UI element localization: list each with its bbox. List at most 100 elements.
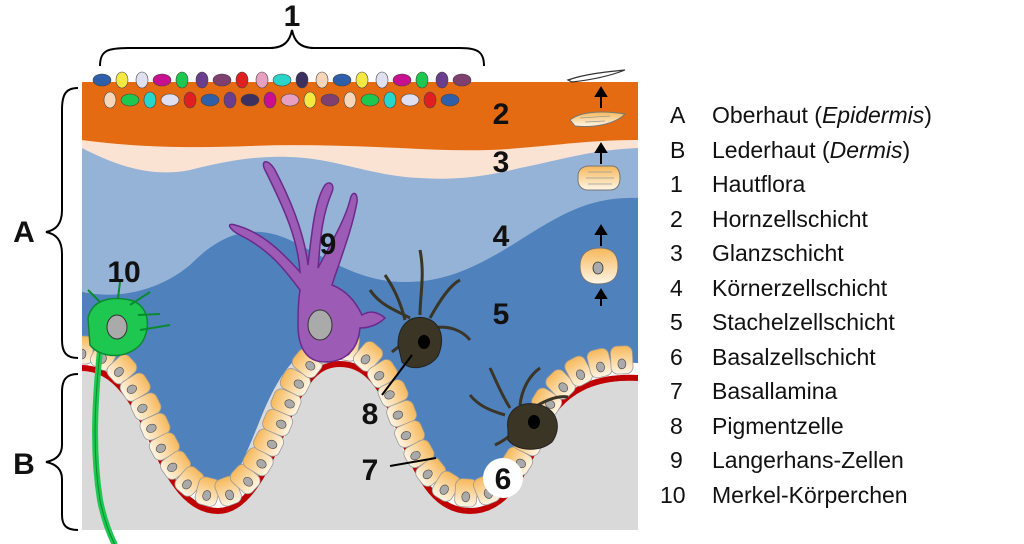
bacterium [452,73,472,87]
legend-text: Hautflora [712,171,806,197]
label-3: 3 [493,146,510,179]
bacterium [355,71,369,89]
basal-cell [454,478,478,508]
legend-row-8: 8 Pigmentzelle [670,409,1020,444]
legend-text: Glanzschicht [712,240,844,266]
bacterium [175,71,189,89]
basal-cell [586,347,613,379]
skin-block [82,82,638,530]
label-10: 10 [107,256,140,289]
bacterium [223,91,237,109]
dermis-papillae [82,358,638,530]
legend-key: 2 [670,205,683,232]
label-B: B [13,448,35,481]
legend-key: 9 [670,447,683,473]
brace-flora [99,29,485,67]
bacterium [303,91,317,109]
label-2: 2 [493,98,510,131]
bacterium [120,93,140,107]
legend-key: 1 [670,171,683,197]
basal-cell [367,359,398,389]
basal-layer-marker [483,458,523,498]
legend-key: 6 [670,343,683,370]
basal-cell [609,345,634,375]
legend: A Oberhaut (Epidermis) B Lederhaut (Dermis… [660,98,1020,512]
bacterium [343,91,357,109]
legend-row-1: 1 Hautflora [670,167,1020,202]
basal-cell [394,420,426,448]
bacterium [240,93,260,107]
bacterium [195,71,209,89]
bacterium [115,71,129,89]
basal-cell [386,400,417,428]
leader-basal-lamina [389,457,437,467]
label-7: 7 [362,454,379,487]
basal-cell [377,379,409,408]
pigment-cell [368,249,472,369]
bacterium [435,71,449,89]
legend-row-9: 9 Langerhans-Zellen [670,443,1020,478]
legend-key: 5 [670,309,683,335]
bacterium [415,71,429,89]
cell-maturation-sequence [566,69,627,306]
basal-cell [545,369,576,400]
legend-key: 8 [670,412,683,439]
label-8: 8 [362,398,379,431]
legend-italic: Dermis [829,136,903,163]
bacterium [135,71,149,89]
label-6: 6 [495,463,512,496]
basal-cell [353,341,384,372]
legend-key: 10 [660,481,686,508]
bacterium [235,71,249,89]
legend-key: 4 [670,274,683,301]
legend-text: Merkel-Körperchen [712,481,908,508]
legend-italic: Epidermis [821,102,925,128]
bacterium [200,93,220,107]
bacterium [152,73,172,87]
basal-cell [242,447,274,477]
bacterium [315,71,329,89]
legend-text: Langerhans-Zellen [712,447,904,473]
bacterium [160,93,180,107]
legend-text: Pigmentzelle [712,412,844,439]
legend-text: Lederhaut ( [712,136,830,163]
bacterium [423,91,437,109]
langerhans-cell [228,161,387,363]
legend-row-7: 7 Basallamina [670,374,1020,409]
legend-row-4: 4 Körnerzellschicht [670,271,1020,306]
merkel-cell [87,281,171,544]
skin-flora-surface [92,71,472,109]
bacterium [263,91,277,109]
label-1: 1 [284,0,301,33]
bacterium [272,73,292,87]
leader-pigment [381,354,413,396]
legend-text: Basallamina [712,378,838,404]
bacterium [183,91,197,109]
bacterium [320,93,340,107]
legend-text: Stachelzellschicht [712,309,895,335]
legend-key: B [670,136,686,163]
legend-text-after: ) [924,102,932,128]
legend-row-5: 5 Stachelzellschicht [670,305,1020,340]
basal-cell [106,354,138,385]
legend-row-6: 6 Basalzellschicht [670,340,1020,375]
label-A: A [13,216,35,249]
bacterium [400,93,420,107]
brace-dermis [45,373,79,531]
bacterium [92,73,112,87]
legend-text: Basalzellschicht [712,343,876,370]
legend-text: Körnerzellschicht [712,274,888,301]
legend-key: 7 [670,378,683,404]
pigment-cell-lower [468,366,569,450]
legend-text: Oberhaut ( [712,102,822,128]
bacterium [295,71,309,89]
legend-text-after: ) [902,136,911,163]
bacterium [212,73,232,87]
legend-key: A [670,102,686,128]
bacterium [280,93,300,107]
label-5: 5 [493,298,510,331]
label-4: 4 [493,220,510,253]
